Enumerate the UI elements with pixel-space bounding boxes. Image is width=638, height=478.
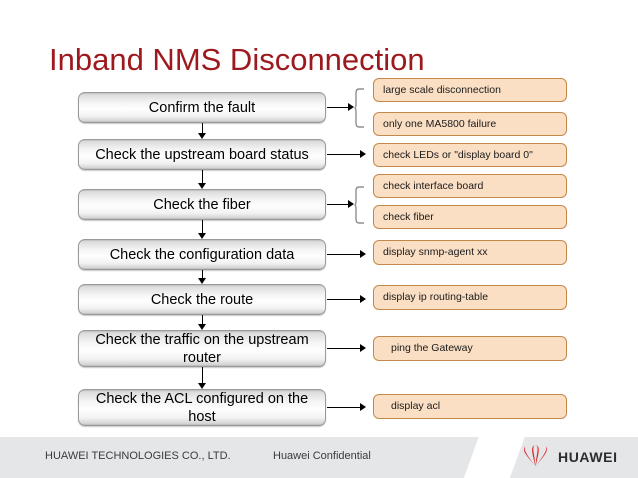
flow-connector-line <box>202 367 203 383</box>
flow-connector-line <box>202 220 203 233</box>
note-display-ip-routing-table[interactable]: display ip routing-table <box>373 285 567 310</box>
flow-connector-arrow-icon <box>198 233 206 239</box>
note-label: ping the Gateway <box>391 342 473 354</box>
note-connector-arrow-icon <box>360 250 366 258</box>
note-connector-line <box>327 154 361 155</box>
note-label: check fiber <box>383 210 434 223</box>
flow-step-check-upstream-board-status[interactable]: Check the upstream board status <box>78 139 326 170</box>
flow-step-check-the-route[interactable]: Check the route <box>78 284 326 315</box>
note-label: display ip routing-table <box>383 291 489 303</box>
flow-step-label: Confirm the fault <box>148 99 256 116</box>
note-ping-the-gateway[interactable]: ping the Gateway <box>373 336 567 361</box>
flow-connector-line <box>202 270 203 278</box>
note-check-fiber[interactable]: check fiber <box>373 205 567 229</box>
huawei-wordmark: HUAWEI <box>558 449 618 465</box>
note-connector-arrow-icon <box>360 150 366 158</box>
huawei-logo: HUAWEI <box>521 445 618 469</box>
flow-step-label: Check the route <box>150 291 254 308</box>
note-label: large scale disconnection <box>383 83 501 96</box>
flow-connector-arrow-icon <box>198 133 206 139</box>
flow-step-check-acl-configured-host[interactable]: Check the ACL configured on the host <box>78 389 326 426</box>
note-check-leds-display-board[interactable]: check LEDs or "display board 0" <box>373 143 567 167</box>
flow-connector-line <box>202 315 203 324</box>
flow-connector-line <box>202 170 203 183</box>
brace-group-icon <box>354 186 364 224</box>
flow-connector-arrow-icon <box>198 383 206 389</box>
note-label: check interface board <box>383 179 484 192</box>
flow-step-label: Check the upstream board status <box>95 146 309 163</box>
flow-step-label: Check the traffic on the upstream router <box>95 331 309 366</box>
flow-step-check-the-fiber[interactable]: Check the fiber <box>78 189 326 220</box>
note-connector-arrow-icon <box>348 200 354 208</box>
page-title: Inband NMS Disconnection <box>49 42 425 77</box>
note-connector-line <box>327 254 361 255</box>
note-connector-line <box>327 107 349 108</box>
flow-connector-line <box>202 123 203 134</box>
brace-group-icon <box>354 88 364 128</box>
note-check-interface-board[interactable]: check interface board <box>373 174 567 198</box>
flow-step-label: Check the ACL configured on the host <box>95 390 309 425</box>
note-connector-line <box>327 204 349 205</box>
note-large-scale-disconnection[interactable]: large scale disconnection <box>373 78 567 102</box>
flow-step-confirm-the-fault[interactable]: Confirm the fault <box>78 92 326 123</box>
note-only-one-ma5800-failure[interactable]: only one MA5800 failure <box>373 112 567 136</box>
note-connector-arrow-icon <box>360 403 366 411</box>
footer-confidentiality-notice: Huawei Confidential <box>273 450 371 462</box>
note-label: display acl <box>391 400 441 412</box>
flow-connector-arrow-icon <box>198 278 206 284</box>
note-label: check LEDs or "display board 0" <box>383 148 533 161</box>
flow-step-label: Check the fiber <box>153 196 251 213</box>
flow-connector-arrow-icon <box>198 183 206 189</box>
flow-step-label: Check the configuration data <box>109 246 295 263</box>
note-connector-arrow-icon <box>348 103 354 111</box>
note-connector-arrow-icon <box>360 344 366 352</box>
note-connector-line <box>327 348 361 349</box>
note-connector-line <box>327 407 361 408</box>
flow-step-check-configuration-data[interactable]: Check the configuration data <box>78 239 326 270</box>
note-connector-arrow-icon <box>360 295 366 303</box>
footer-company-name: HUAWEI TECHNOLOGIES CO., LTD. <box>45 450 231 462</box>
note-display-snmp-agent[interactable]: display snmp-agent xx <box>373 240 567 265</box>
note-connector-line <box>327 299 361 300</box>
slide-footer: HUAWEI TECHNOLOGIES CO., LTD. Huawei Con… <box>0 437 638 478</box>
note-display-acl[interactable]: display acl <box>373 394 567 419</box>
note-label: only one MA5800 failure <box>383 117 497 130</box>
flow-connector-arrow-icon <box>198 324 206 330</box>
huawei-flower-icon <box>523 445 547 467</box>
note-label: display snmp-agent xx <box>383 246 488 258</box>
flow-step-check-traffic-upstream-router[interactable]: Check the traffic on the upstream router <box>78 330 326 367</box>
footer-diagonal-accent <box>456 437 530 478</box>
